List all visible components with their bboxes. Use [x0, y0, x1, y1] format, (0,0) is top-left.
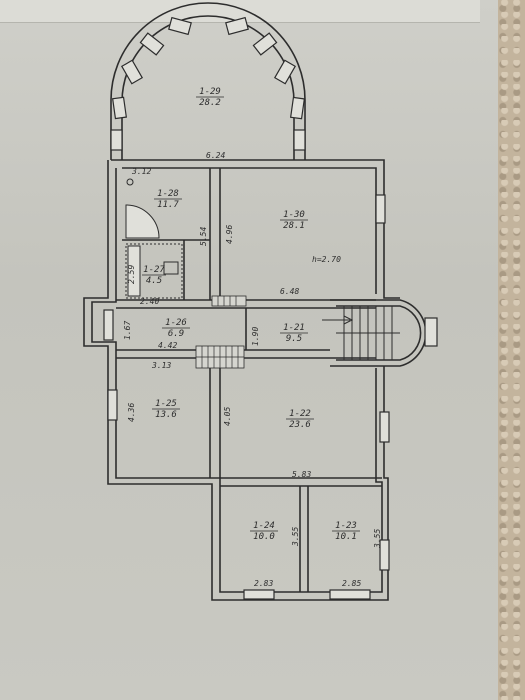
hatch-lines: [196, 296, 244, 368]
dim-label: 4.05: [223, 407, 232, 426]
room-1-29-area: 28.2: [199, 98, 221, 108]
dim-label: 1.67: [123, 321, 132, 340]
id-underlines: [142, 96, 360, 532]
room-1-30-id: 1-30: [283, 210, 305, 220]
dim-label: h=2.70: [312, 255, 341, 264]
windows: [103, 194, 438, 600]
room-1-25-area: 13.6: [155, 410, 177, 420]
dim-label: 4.42: [158, 341, 177, 350]
dim-label: 2.59: [127, 265, 136, 284]
room-1-22-id: 1-22: [289, 409, 311, 419]
room-1-23-id: 1-23: [335, 521, 357, 531]
room-1-21-id: 1-21: [283, 323, 305, 333]
room-1-30-area: 28.1: [283, 221, 305, 231]
dim-label: 4.96: [225, 225, 234, 244]
dim-label: 3.55: [291, 527, 300, 547]
dim-label: 4.36: [127, 403, 136, 422]
stair-bay-inner: [336, 305, 422, 361]
dim-label: 6.48: [280, 287, 299, 296]
room-1-21-area: 9.5: [286, 334, 302, 344]
room-1-24-area: 10.0: [253, 532, 275, 542]
dim-label: 5.83: [292, 470, 311, 479]
room-1-27-id: 1-27: [143, 265, 165, 275]
room-1-28-id: 1-28: [157, 189, 179, 199]
rotunda-windows: [110, 16, 306, 151]
room-1-28-area: 11.7: [157, 200, 179, 210]
room-1-24-id: 1-24: [253, 521, 275, 531]
dim-label: 3.13: [151, 361, 171, 370]
dim-label: 3.12: [131, 167, 151, 176]
room-1-29-id: 1-29: [199, 87, 221, 97]
dim-label: 2.85: [342, 579, 361, 588]
room-1-26-id: 1-26: [165, 318, 187, 328]
bath-fixtures: [125, 178, 183, 299]
room-1-23-area: 10.1: [335, 532, 357, 542]
room-1-25-id: 1-25: [155, 399, 177, 409]
rotunda-outer-wall: [110, 2, 306, 160]
room-1-26-area: 6.9: [168, 329, 184, 339]
room-1-27-area: 4.5: [146, 276, 162, 286]
dim-label: 2.83: [254, 579, 273, 588]
dim-label: 1.90: [251, 327, 260, 346]
dim-label: 5.54: [199, 227, 208, 246]
staircase: [322, 306, 400, 360]
outer-wall: [83, 159, 400, 601]
room-1-22-area: 23.6: [289, 420, 311, 430]
dim-label: 6.24: [206, 151, 225, 160]
dim-label: 3.55: [373, 529, 382, 549]
inner-outer-wall: [91, 167, 383, 593]
dim-label: 2.40: [140, 297, 159, 306]
